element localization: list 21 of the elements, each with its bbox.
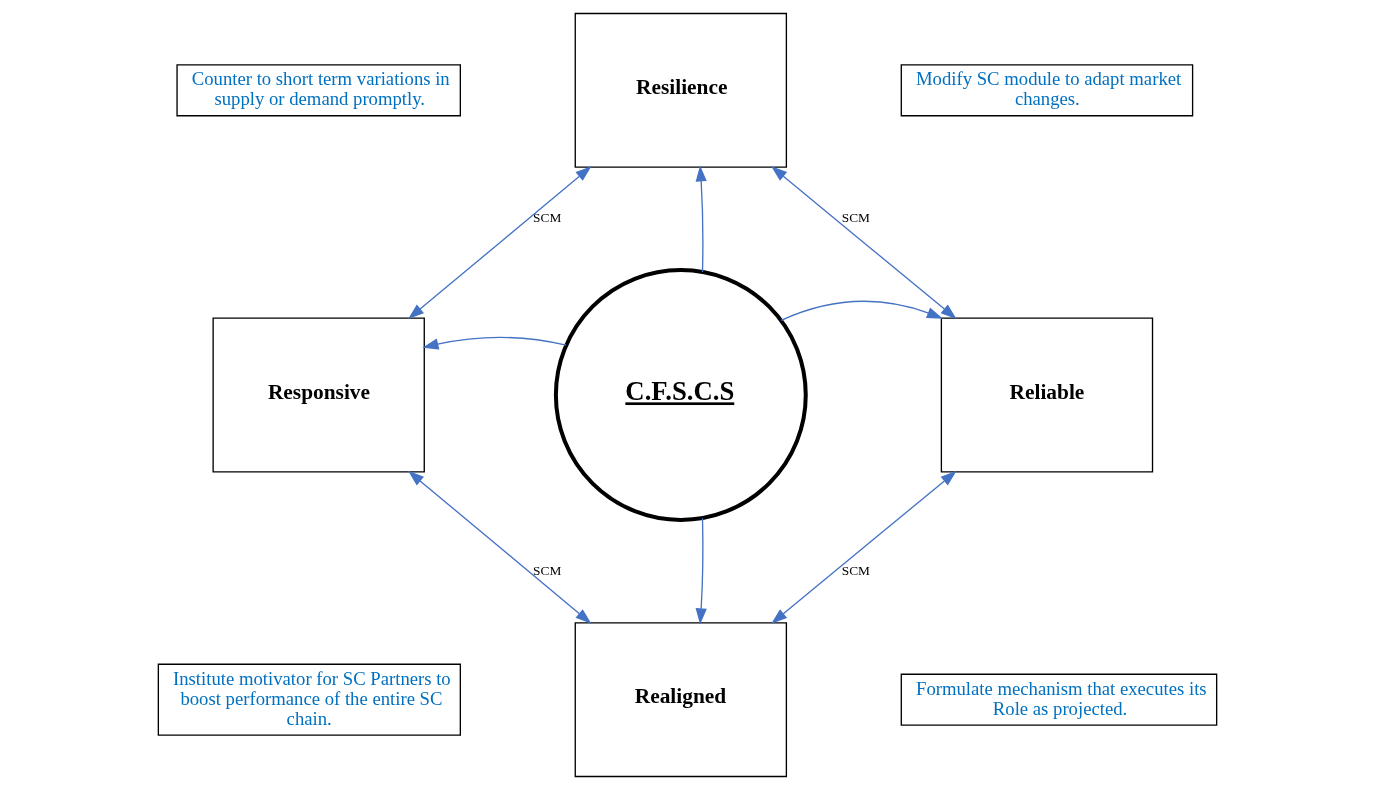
- node-box: Counter to short term variations in supply or demand promptly.: [175, 64, 461, 117]
- edge-label: SCM: [841, 209, 870, 225]
- node-box: Resilience: [574, 12, 787, 168]
- edge-label: SCM: [532, 209, 561, 225]
- arrow: [695, 517, 707, 625]
- node-box: Realigned: [574, 622, 787, 778]
- edge-label: SCM: [532, 562, 561, 578]
- edge-label: SCM: [841, 562, 870, 578]
- node-box: Reliable: [940, 317, 1153, 473]
- node-box: Institute motivator for SC Partners to boost performance of the entire SC chain.: [157, 663, 461, 736]
- arrow: [421, 336, 567, 350]
- arrow: [695, 165, 707, 273]
- node-box: Modify SC module to adapt market changes.: [900, 64, 1193, 117]
- arrow: [407, 470, 591, 624]
- arrow: [770, 166, 957, 320]
- arrow: [770, 470, 957, 624]
- arrow: [780, 300, 943, 322]
- node-circle: C.F.S.C.S: [553, 268, 808, 522]
- node-box: Formulate mechanism that executes its Role as projected.: [900, 673, 1217, 726]
- arrow: [407, 166, 591, 320]
- node-box: Responsive: [211, 317, 425, 473]
